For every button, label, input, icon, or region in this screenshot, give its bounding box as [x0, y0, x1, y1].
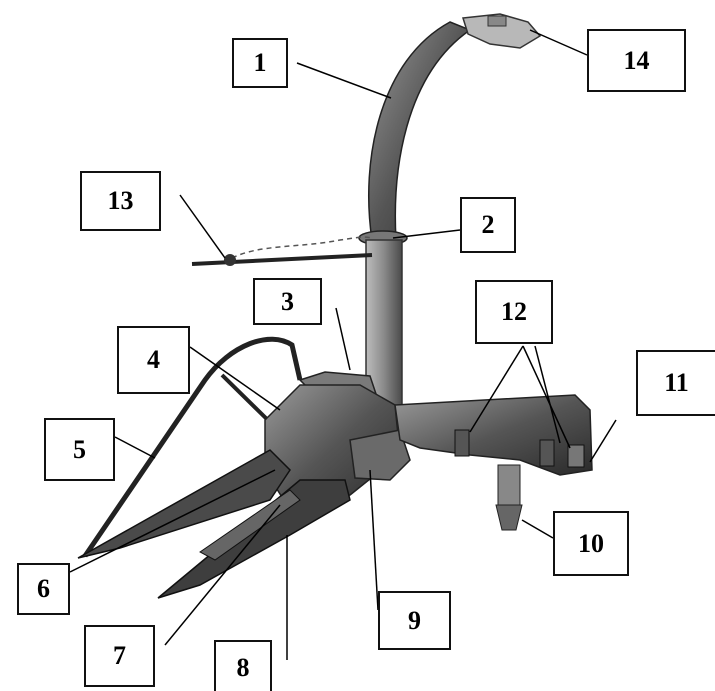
pto-shaft — [498, 465, 520, 507]
leader-10 — [522, 520, 553, 538]
leader-5 — [115, 437, 155, 458]
label-9: 9 — [378, 591, 451, 650]
label-13: 13 — [80, 171, 161, 231]
control-rod — [192, 255, 372, 264]
label-7: 7 — [84, 625, 155, 687]
leader-14 — [530, 30, 587, 55]
leader-9 — [370, 470, 378, 610]
leader-1 — [297, 63, 391, 98]
control-handle-knob — [224, 254, 236, 266]
label-2: 2 — [460, 197, 516, 253]
label-1: 1 — [232, 38, 288, 88]
label-11: 11 — [636, 350, 715, 416]
hitch-lug-right — [540, 440, 554, 466]
label-4: 4 — [117, 326, 190, 394]
label-5: 5 — [44, 418, 115, 481]
label-3: 3 — [253, 278, 322, 325]
leader-13 — [180, 195, 225, 258]
hitch-lug-left — [455, 430, 469, 456]
label-10: 10 — [553, 511, 629, 576]
main-frame — [395, 395, 592, 475]
label-6: 6 — [17, 563, 70, 615]
leader-3 — [336, 308, 350, 370]
pto-coupler — [496, 505, 522, 530]
label-8: 8 — [214, 640, 272, 691]
discharge-spout — [369, 22, 470, 240]
label-14: 14 — [587, 29, 686, 92]
hitch-lug-end — [568, 445, 584, 467]
deflector-bracket — [488, 16, 506, 26]
label-12: 12 — [475, 280, 553, 344]
leader-11 — [590, 420, 616, 462]
